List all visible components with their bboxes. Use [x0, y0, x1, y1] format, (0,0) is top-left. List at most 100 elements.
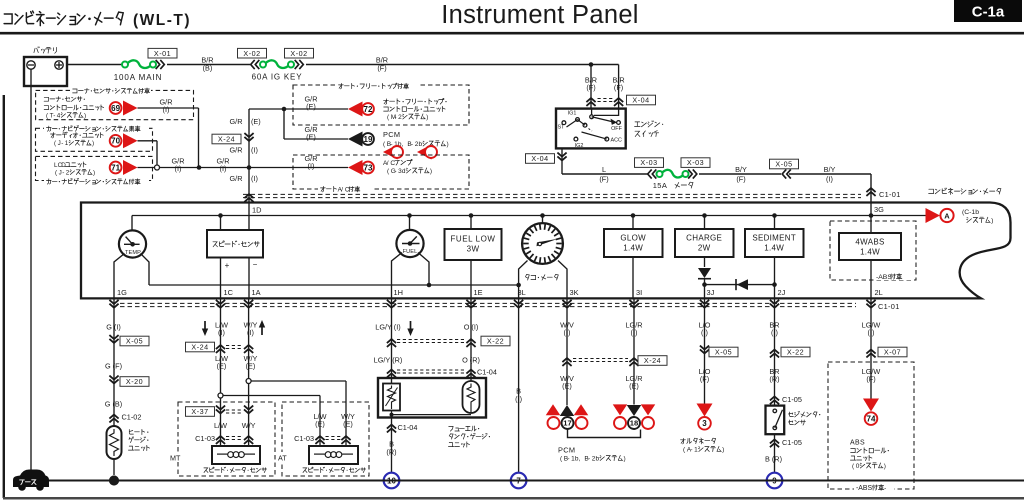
svg-text:b: b — [575, 456, 579, 463]
svg-text:C: C — [345, 187, 350, 194]
svg-text:): ) — [446, 141, 448, 148]
svg-text:0: 0 — [856, 463, 860, 470]
svg-text:W/V: W/V — [560, 320, 574, 329]
svg-text:-: - — [62, 170, 64, 177]
svg-text:(I): (I) — [701, 328, 708, 337]
svg-text:): ) — [426, 114, 428, 121]
svg-text:W/Y: W/Y — [341, 412, 355, 421]
svg-text:(E): (E) — [629, 382, 639, 391]
svg-text:(F): (F) — [736, 175, 745, 184]
svg-text:C1-04: C1-04 — [477, 368, 497, 377]
svg-text:X-22: X-22 — [787, 348, 804, 357]
svg-text:ST: ST — [558, 125, 566, 131]
svg-text:,: , — [579, 456, 581, 463]
svg-text:C: C — [390, 160, 395, 167]
svg-text:B/Y: B/Y — [824, 165, 836, 174]
svg-text:): ) — [722, 447, 724, 454]
svg-text:M: M — [391, 114, 396, 121]
svg-text:B/R: B/R — [585, 75, 597, 84]
svg-text:-: - — [567, 456, 569, 463]
svg-text:1C: 1C — [224, 288, 234, 297]
svg-text:3L: 3L — [518, 288, 526, 297]
svg-text:X-04: X-04 — [531, 154, 548, 163]
svg-text:/: / — [387, 160, 389, 167]
svg-text:-: - — [588, 456, 590, 463]
svg-text:(: ( — [46, 112, 49, 119]
svg-text:(E): (E) — [251, 117, 261, 126]
svg-text:(I): (I) — [771, 328, 778, 337]
svg-text:C1-05: C1-05 — [782, 438, 802, 447]
svg-text:-: - — [884, 485, 886, 492]
svg-text:X-01: X-01 — [154, 49, 171, 58]
svg-text:-ABS: -ABS — [876, 274, 892, 281]
svg-text:BR: BR — [769, 367, 779, 376]
svg-text:X-24: X-24 — [644, 356, 661, 365]
svg-text:X-24: X-24 — [191, 343, 208, 352]
svg-text:(I): (I) — [220, 164, 227, 173]
svg-text:W/Y: W/Y — [242, 421, 256, 430]
svg-text:3I: 3I — [636, 288, 642, 297]
svg-text:(: ( — [560, 456, 563, 463]
svg-text:LG/Y (I): LG/Y (I) — [375, 323, 400, 332]
svg-text:G/R: G/R — [230, 146, 243, 155]
svg-text:X-03: X-03 — [687, 158, 704, 167]
svg-text:(I): (I) — [515, 395, 522, 404]
svg-text:(E): (E) — [343, 420, 353, 429]
svg-text:B: B — [564, 456, 568, 463]
svg-text:L/W: L/W — [314, 412, 327, 421]
svg-text:B/Y: B/Y — [735, 165, 747, 174]
svg-text:71: 71 — [111, 163, 120, 172]
svg-text:b: b — [418, 141, 422, 148]
svg-text:TEMP: TEMP — [125, 250, 141, 256]
svg-text:IG1: IG1 — [568, 111, 577, 117]
svg-text:17: 17 — [563, 419, 571, 428]
svg-text:X-03: X-03 — [640, 158, 657, 167]
svg-text:B (R): B (R) — [765, 455, 782, 464]
svg-text:1.4W: 1.4W — [623, 244, 643, 253]
svg-text:(I): (I) — [163, 105, 170, 114]
svg-text:(E): (E) — [306, 133, 316, 142]
svg-text:-: - — [53, 112, 55, 119]
svg-text:(F): (F) — [700, 375, 709, 384]
svg-text:(I): (I) — [247, 328, 254, 337]
svg-text:C1-02: C1-02 — [122, 413, 142, 422]
svg-text:): ) — [884, 463, 886, 470]
svg-text:(: ( — [383, 141, 386, 148]
svg-text:C1-04: C1-04 — [398, 423, 418, 432]
svg-text:(: ( — [387, 168, 390, 175]
svg-text:C1-01: C1-01 — [879, 190, 901, 199]
svg-text:1: 1 — [394, 141, 398, 148]
svg-text:-ABS: -ABS — [856, 485, 872, 492]
svg-text:69: 69 — [111, 104, 120, 113]
svg-text:,: , — [402, 141, 404, 148]
svg-text:G (F): G (F) — [105, 362, 122, 371]
svg-text:(C-1b: (C-1b — [962, 209, 979, 216]
svg-text:ACC: ACC — [611, 137, 622, 143]
svg-text:1A: 1A — [252, 288, 261, 297]
svg-text:): ) — [623, 456, 625, 463]
svg-text:G (B): G (B) — [105, 400, 122, 409]
svg-text:1H: 1H — [394, 288, 403, 297]
svg-text:AT: AT — [278, 454, 287, 463]
svg-text:15A: 15A — [653, 181, 668, 190]
svg-text:(E): (E) — [246, 362, 256, 371]
svg-text:B/R: B/R — [613, 75, 625, 84]
svg-text:-: - — [390, 141, 392, 148]
svg-text:O (R): O (R) — [462, 356, 480, 365]
svg-text:(I): (I) — [631, 328, 638, 337]
svg-text:(I): (I) — [826, 175, 833, 184]
svg-text:100A MAIN: 100A MAIN — [114, 73, 163, 82]
svg-text:73: 73 — [364, 163, 373, 172]
svg-text:2: 2 — [592, 456, 596, 463]
svg-text:G/R: G/R — [305, 94, 318, 103]
svg-text:B/R: B/R — [201, 56, 213, 65]
svg-text:): ) — [84, 112, 86, 119]
svg-text:74: 74 — [867, 414, 876, 423]
svg-text:(F): (F) — [614, 83, 623, 92]
svg-text:X-02: X-02 — [243, 49, 260, 58]
svg-text:4: 4 — [57, 112, 61, 119]
svg-text:1: 1 — [694, 447, 698, 454]
svg-text:LG/R: LG/R — [625, 320, 642, 329]
svg-text:G: G — [391, 168, 396, 175]
svg-text:3: 3 — [702, 419, 707, 428]
